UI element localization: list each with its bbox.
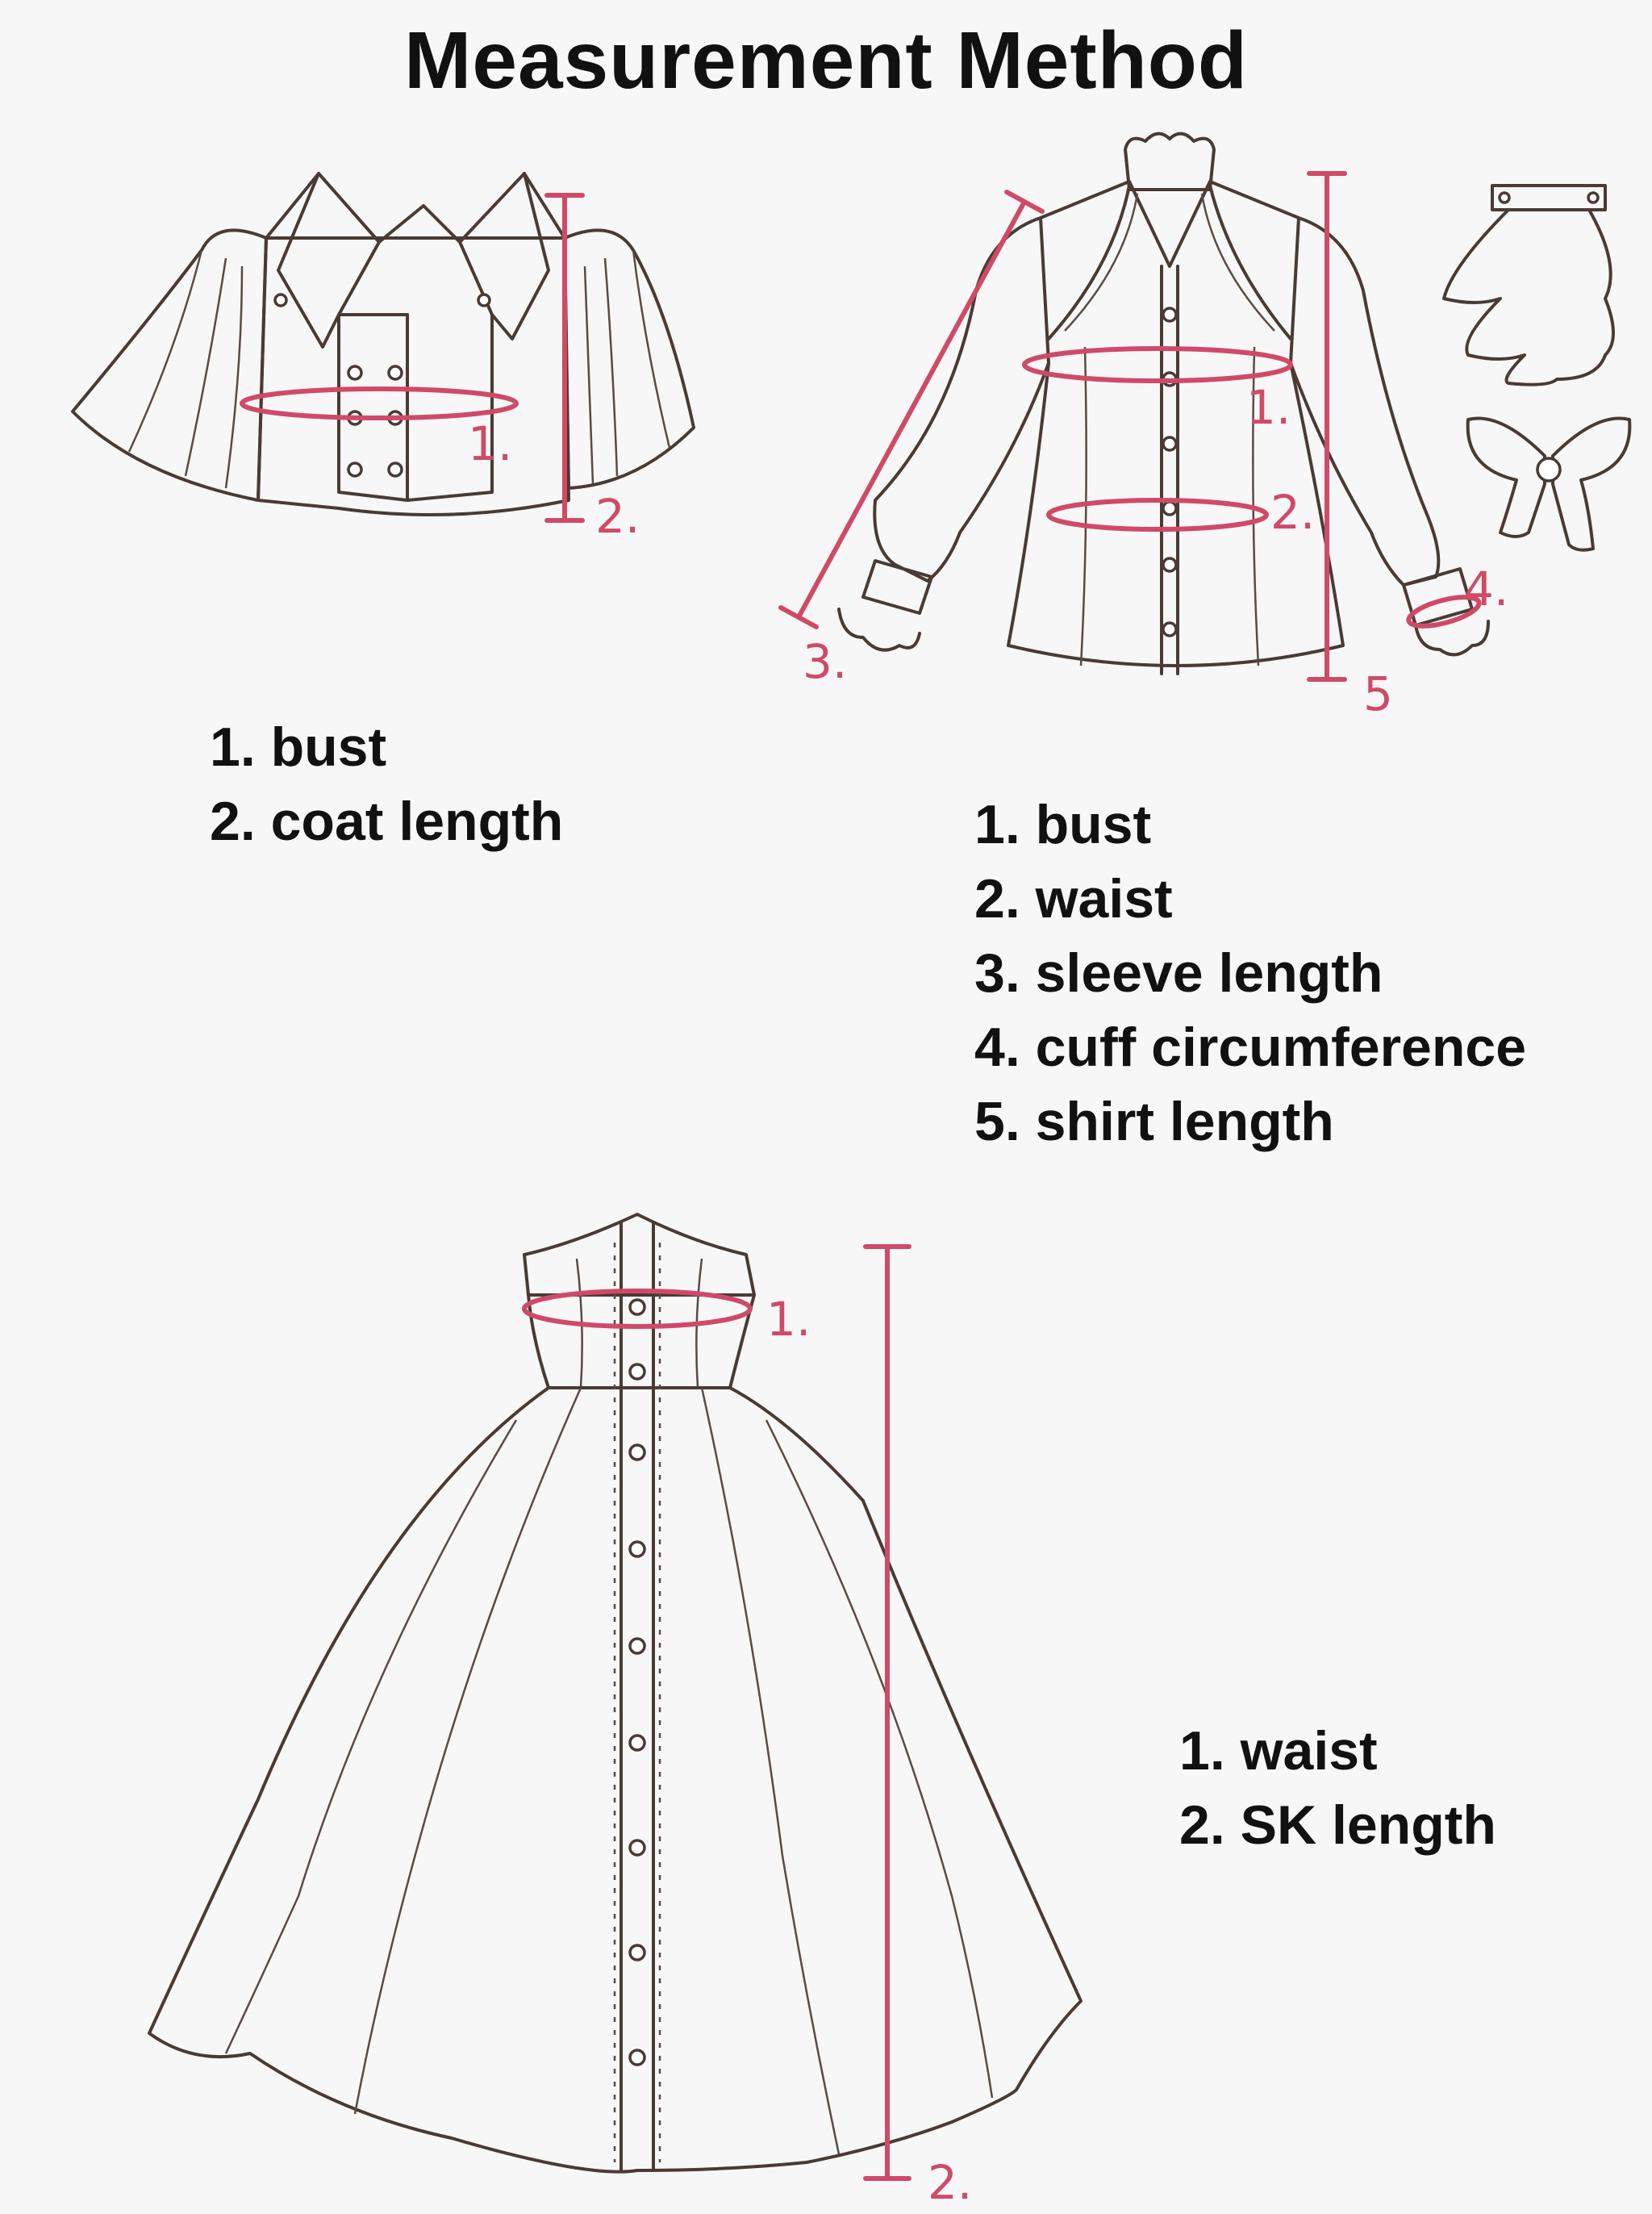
shirt-marker-waist: 2. (1270, 485, 1315, 540)
bow-drawing (1466, 416, 1632, 552)
legend-item: 3. sleeve length (974, 942, 1383, 1004)
legend-item: 1. bust (210, 716, 387, 778)
shirt-marker-sleeve: 3. (803, 634, 847, 689)
legend-item: 4. cuff circumference (974, 1017, 1527, 1078)
jacket-measurements (240, 193, 585, 523)
jacket-bust-line (240, 386, 519, 420)
jacket-marker-bust: 1. (468, 416, 512, 471)
skirt-marker-length: 2. (928, 2155, 972, 2210)
shirt-measurements (778, 171, 1482, 682)
skirt-legend: 1. waist 2. SK length (1179, 1714, 1496, 1862)
legend-item: 5. shirt length (974, 1091, 1334, 1152)
legend-item: 2. waist (974, 868, 1173, 929)
skirt-drawing (148, 1213, 1083, 2174)
skirt-waist-line (522, 1289, 753, 1329)
jacket-drawing (71, 172, 695, 516)
shirt-waist-line (1046, 498, 1269, 532)
skirt-marker-waist: 1. (766, 1292, 811, 1347)
legend-item: 2. coat length (210, 791, 564, 852)
skirt-measurements (522, 1244, 912, 2181)
jacket-legend: 1. bust 2. coat length (210, 710, 563, 858)
jacket-marker-length: 2. (595, 489, 640, 544)
legend-item: 1. waist (1179, 1720, 1378, 1782)
shirt-marker-bust: 1. (1246, 380, 1291, 435)
legend-item: 1. bust (974, 794, 1152, 855)
legend-item: 2. SK length (1179, 1794, 1496, 1856)
shirt-bust-line (1022, 346, 1293, 383)
shirt-legend: 1. bust 2. waist 3. sleeve length 4. cuf… (974, 787, 1526, 1159)
shirt-cuff-line (1406, 595, 1482, 629)
page-title: Measurement Method (404, 15, 1248, 106)
shirt-sleeve-line (796, 199, 1027, 620)
shirt-marker-cuff: 4. (1464, 562, 1508, 616)
shirt-drawing (837, 132, 1490, 675)
jabot-drawing (1442, 184, 1615, 386)
shirt-marker-length: 5 (1363, 666, 1393, 721)
